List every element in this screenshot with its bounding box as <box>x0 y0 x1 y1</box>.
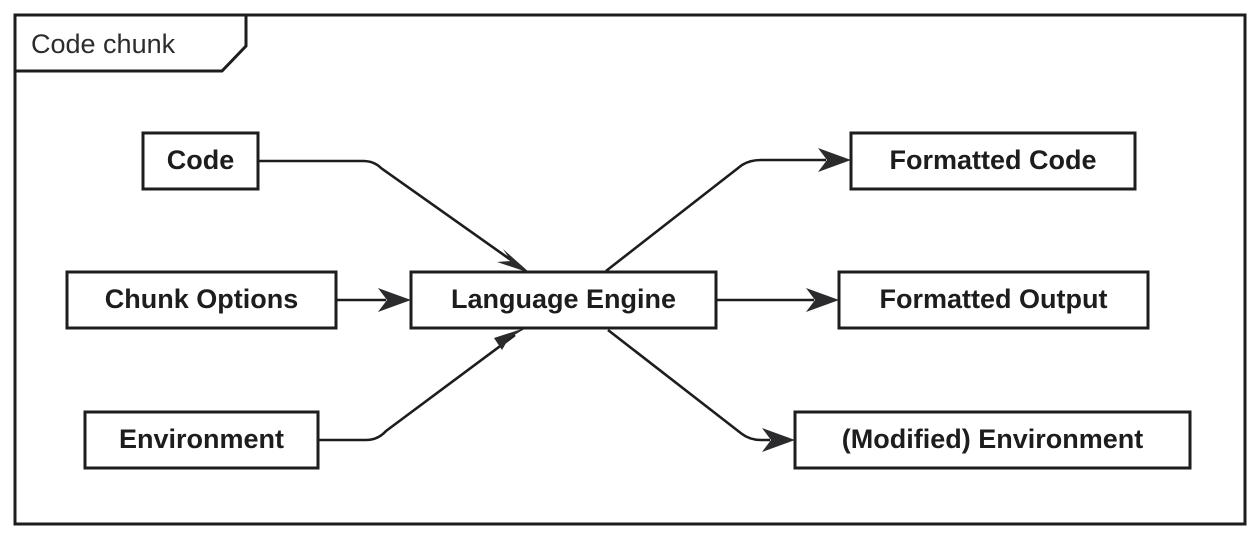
node-formatted-output[interactable]: Formatted Output <box>837 270 1150 330</box>
edge-line <box>258 159 519 267</box>
frame-tab-pentagon <box>15 15 248 73</box>
edge-chunk-options-to-language-engine <box>336 288 411 312</box>
edge-line <box>318 333 516 442</box>
node-label: (Modified) Environment <box>842 424 1143 454</box>
edge-code-to-language-engine <box>258 159 530 273</box>
node-label: Formatted Code <box>889 145 1096 175</box>
arrowhead-icon <box>806 288 839 312</box>
node-environment[interactable]: Environment <box>83 410 320 470</box>
node-box[interactable] <box>409 270 718 330</box>
node-label: Chunk Options <box>105 284 298 314</box>
arrowhead-icon <box>494 327 528 350</box>
node-label: Environment <box>119 424 284 454</box>
edge-line <box>605 158 826 273</box>
node-box[interactable] <box>849 131 1137 191</box>
node-label: Formatted Output <box>880 284 1108 314</box>
arrowhead-icon <box>818 148 851 172</box>
node-box[interactable] <box>83 410 320 470</box>
edge-language-engine-to-formatted-code <box>605 148 851 273</box>
node-code[interactable]: Code <box>141 131 260 191</box>
node-formatted-code[interactable]: Formatted Code <box>849 131 1137 191</box>
arrowhead-icon <box>378 288 411 312</box>
node-label: Language Engine <box>451 284 676 314</box>
frame-border <box>13 13 1247 526</box>
arrowhead-icon <box>497 249 530 273</box>
frame-title: Code chunk <box>31 29 176 59</box>
frame-outer-rect <box>13 13 1247 526</box>
edge-environment-to-language-engine <box>318 327 528 442</box>
node-box[interactable] <box>793 410 1192 470</box>
node-box[interactable] <box>837 270 1150 330</box>
edge-language-engine-to-formatted-output <box>716 288 839 312</box>
node-chunk-options[interactable]: Chunk Options <box>65 270 338 330</box>
edge-line <box>607 328 770 442</box>
node-modified-environment[interactable]: (Modified) Environment <box>793 410 1192 470</box>
node-label: Code <box>167 145 235 175</box>
node-box[interactable] <box>141 131 260 191</box>
edge-language-engine-to-modified-environment <box>607 328 795 452</box>
arrowhead-icon <box>762 428 795 452</box>
node-language-engine[interactable]: Language Engine <box>409 270 718 330</box>
node-box[interactable] <box>65 270 338 330</box>
